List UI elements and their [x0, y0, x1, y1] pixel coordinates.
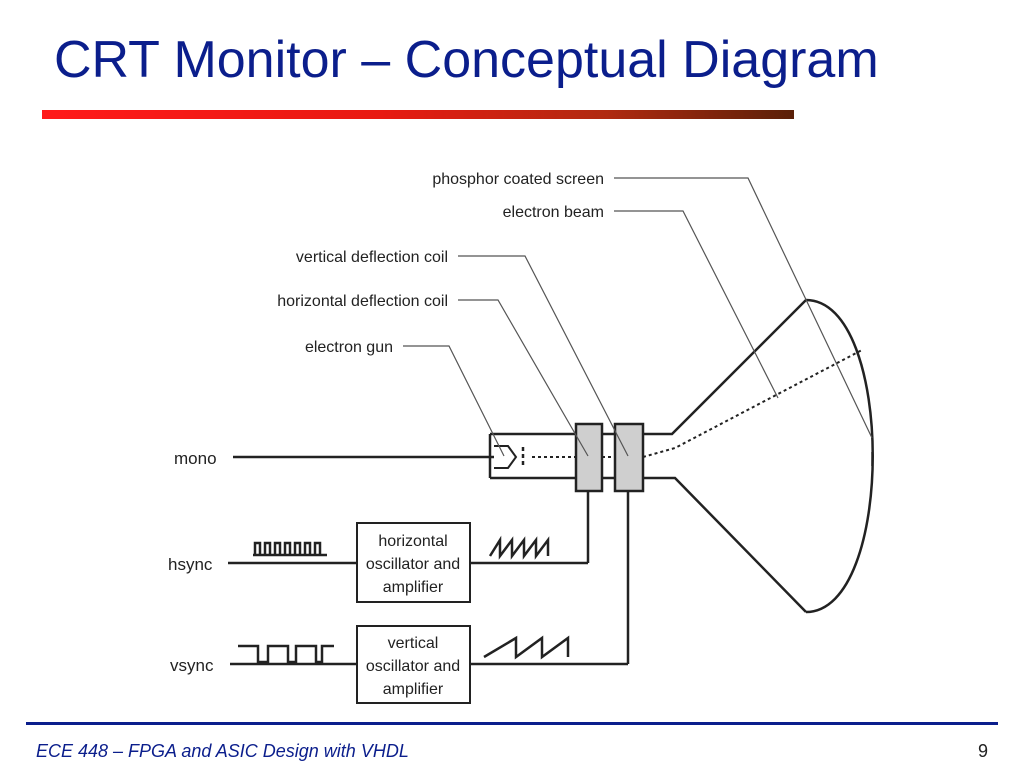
crt-funnel-top	[642, 299, 807, 436]
vertical-box-line1: vertical	[388, 635, 439, 652]
leader-gun	[403, 345, 505, 457]
label-electron-gun: electron gun	[305, 339, 393, 356]
horizontal-box-line2: oscillator and	[366, 556, 460, 573]
electron-gun	[494, 445, 518, 469]
crt-funnel-bottom	[642, 476, 807, 613]
footer-course: ECE 448 – FPGA and ASIC Design with VHDL	[36, 741, 409, 761]
footer-rule	[26, 722, 998, 725]
leader-phosphor	[614, 177, 873, 439]
horizontal-oscillator-box	[356, 522, 471, 603]
vertical-deflection-coil	[613, 422, 645, 493]
vertical-box-line3: amplifier	[383, 681, 444, 698]
label-electron-beam: electron beam	[503, 204, 604, 221]
horizontal-sawtooth-waveform	[488, 535, 550, 560]
label-mono: mono	[174, 449, 217, 468]
horizontal-box-line3: amplifier	[383, 579, 444, 596]
page-number: 9	[977, 741, 988, 761]
hsync-pulse-waveform	[253, 541, 327, 557]
label-vsync: vsync	[170, 656, 214, 675]
title-underline	[42, 110, 794, 119]
phosphor-screen	[805, 298, 874, 614]
label-phosphor-screen: phosphor coated screen	[432, 171, 604, 188]
horizontal-deflection-coil	[574, 422, 604, 493]
vertical-box-line2: oscillator and	[366, 658, 460, 675]
leader-beam	[614, 210, 779, 399]
label-vertical-coil: vertical deflection coil	[296, 249, 448, 266]
slide-title: CRT Monitor – Conceptual Diagram	[54, 31, 879, 89]
leader-vertical-coil	[458, 255, 629, 457]
horizontal-box-line1: horizontal	[378, 533, 447, 550]
label-hsync: hsync	[168, 555, 213, 574]
vertical-sawtooth-waveform	[483, 635, 570, 660]
label-horizontal-coil: horizontal deflection coil	[277, 293, 448, 310]
leader-horizontal-coil	[458, 299, 589, 457]
vsync-pulse-waveform	[238, 644, 334, 664]
